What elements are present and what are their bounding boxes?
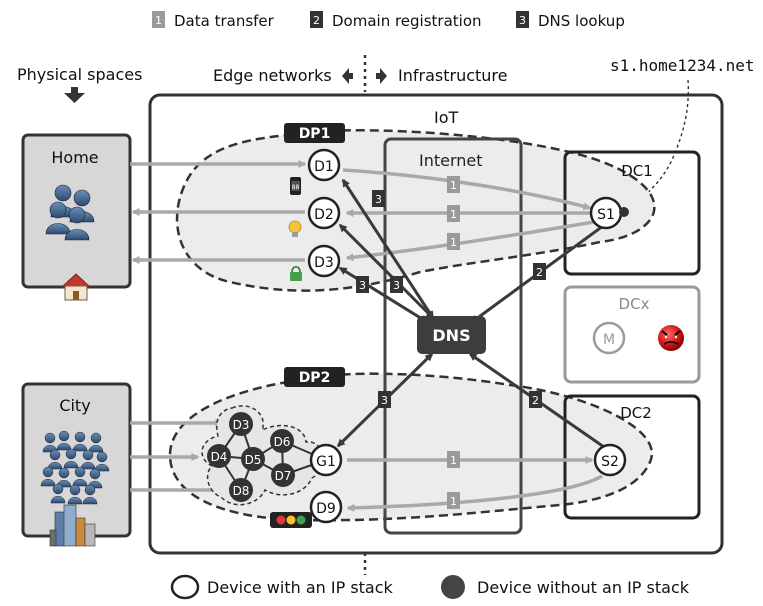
malicious-server-m-label: M — [603, 332, 615, 348]
badge-data-transfer — [152, 11, 165, 28]
physical-spaces-label: Physical spaces — [17, 65, 142, 84]
dp1-tag — [284, 123, 345, 143]
badge-dns-lookup — [516, 11, 529, 28]
device-d3 — [307, 244, 341, 278]
device-d9-label: D9 — [316, 501, 336, 517]
badge-1-s1-d2: 1 — [450, 208, 457, 221]
gateway-g1-label: G1 — [316, 454, 336, 470]
badge-2-s1: 2 — [536, 266, 543, 279]
dcx-box — [563, 285, 701, 384]
traffic-light-icon — [270, 512, 312, 528]
badge-domain-registration-num: 2 — [313, 14, 320, 27]
flow-s2-d9 — [346, 474, 603, 512]
badge-1-d1-s1: 1 — [450, 179, 457, 192]
legend-dns-lookup: DNS lookup — [538, 12, 625, 30]
badge-3-d2: 3 — [393, 279, 400, 292]
iot-label: IoT — [434, 108, 459, 127]
device-d2-label: D2 — [314, 207, 334, 223]
legend-bottom: Device with an IP stack Device without a… — [170, 574, 690, 600]
left-arrow-icon — [342, 68, 353, 84]
legend-data-transfer: Data transfer — [174, 12, 275, 30]
badge-domain-registration — [310, 11, 323, 28]
internet-label: Internet — [419, 151, 483, 170]
dc1-label: DC1 — [621, 162, 653, 180]
node-d8: D8 — [233, 484, 250, 498]
dp1-label: DP1 — [299, 126, 331, 142]
lock-icon — [290, 265, 302, 281]
badge-1-s2-d9: 1 — [450, 495, 457, 508]
house-icon — [60, 273, 92, 301]
badge-2-s2: 2 — [532, 394, 539, 407]
right-arrow-icon — [376, 68, 387, 84]
dns-server — [417, 316, 486, 354]
badge-3-d3: 3 — [359, 279, 366, 292]
dp1-devices: D1 D2 D3 88 — [288, 148, 341, 281]
data-flows — [130, 160, 603, 512]
device-d1 — [307, 148, 341, 182]
node-d4: D4 — [211, 450, 228, 464]
smartwatch-icon: 88 — [290, 177, 301, 195]
crowd-icon — [40, 430, 110, 505]
buildings-icon — [49, 504, 96, 547]
edge-badges: 1 1 1 1 1 3 3 3 3 2 2 — [356, 176, 546, 509]
legend-filled-circle-icon — [441, 575, 465, 599]
lightbulb-icon — [288, 220, 302, 237]
badge-dns-lookup-num: 3 — [519, 14, 526, 27]
infrastructure-label: Infrastructure — [398, 66, 507, 85]
dns-label: DNS — [432, 326, 470, 345]
badge-1-g1-s2: 1 — [450, 454, 457, 467]
domain-name-label: s1.home1234.net — [610, 56, 755, 75]
server-s2-label: S2 — [601, 454, 619, 470]
devil-icon — [658, 325, 684, 351]
iot-boundary — [148, 93, 724, 555]
edge-networks-label: Edge networks — [213, 66, 332, 85]
dc2-box — [563, 394, 701, 520]
mesh-nodes: D3 D4 D5 D6 D7 D8 — [207, 412, 295, 502]
gateway-g1 — [309, 443, 343, 477]
legend-open-circle-icon — [170, 574, 200, 600]
badge-3-d1: 3 — [375, 193, 382, 206]
device-d9 — [309, 490, 343, 524]
node-d6: D6 — [274, 435, 291, 449]
legend-device-without-ip: Device without an IP stack — [477, 578, 690, 597]
legend-top: 1 Data transfer 2 Domain registration 3 … — [152, 11, 625, 30]
dp2-tag — [284, 367, 345, 387]
legend-domain-registration: Domain registration — [332, 12, 482, 30]
flow-dns-d3 — [338, 266, 429, 324]
badge-3-g1: 3 — [381, 394, 388, 407]
node-d3b: D3 — [233, 418, 250, 432]
server-s1-label: S1 — [597, 207, 615, 223]
badge-1-s1-d3: 1 — [450, 236, 457, 249]
home-label: Home — [51, 148, 98, 167]
dcx-label: DCx — [619, 295, 650, 313]
device-d3-label: D3 — [314, 255, 334, 271]
node-d7: D7 — [275, 469, 292, 483]
badge-data-transfer-num: 1 — [155, 14, 162, 27]
dc2-label: DC2 — [620, 404, 652, 422]
device-d2 — [307, 196, 341, 230]
malicious-server-m — [592, 321, 626, 355]
s1-pointer-dot — [619, 207, 629, 217]
node-d5: D5 — [245, 453, 262, 467]
city-label: City — [59, 396, 90, 415]
server-s2 — [593, 443, 627, 477]
down-arrow-icon — [64, 87, 85, 103]
flow-d1-s1 — [342, 168, 592, 211]
device-d1-label: D1 — [314, 159, 334, 175]
internet-region — [383, 137, 523, 535]
legend-device-with-ip: Device with an IP stack — [207, 578, 394, 597]
dp2-label: DP2 — [299, 370, 331, 386]
people-icon — [45, 184, 95, 241]
svg-text:88: 88 — [292, 184, 300, 191]
